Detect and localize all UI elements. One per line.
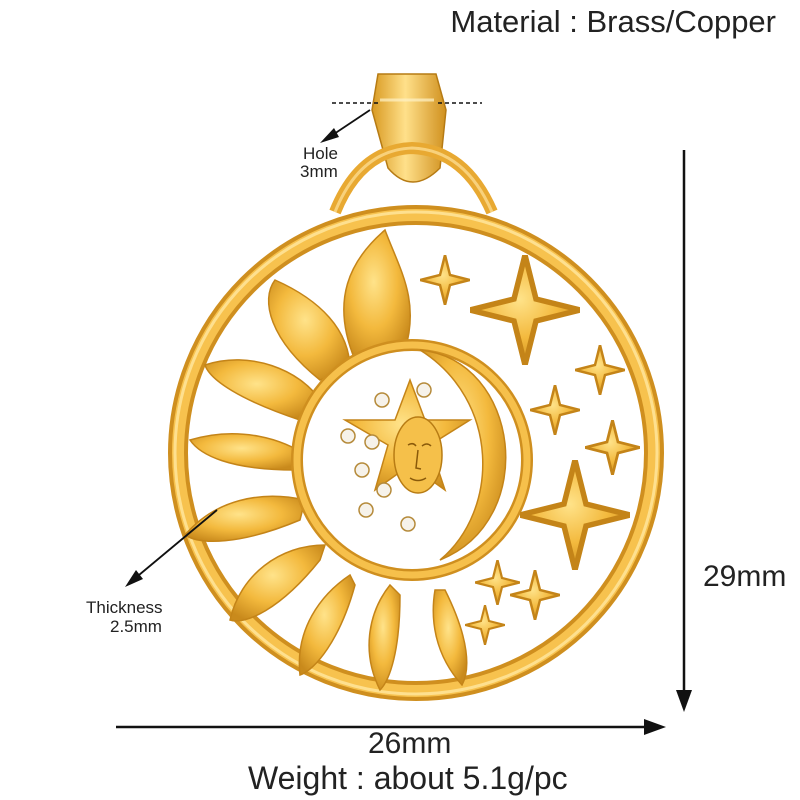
thickness-label: Thickness 2.5mm bbox=[86, 598, 163, 636]
height-label: 29mm bbox=[703, 560, 787, 593]
weight-label: Weight : about 5.1g/pc bbox=[248, 760, 568, 796]
outer-ring bbox=[168, 205, 664, 701]
thickness-label-value: 2.5mm bbox=[110, 617, 162, 636]
width-dimension-arrow bbox=[116, 719, 666, 735]
inner-sun-face bbox=[342, 377, 473, 494]
crystal-stones bbox=[340, 382, 432, 532]
crescent-moon bbox=[419, 349, 507, 561]
thickness-label-title: Thickness bbox=[86, 598, 163, 617]
hole-label-title: Hole bbox=[303, 144, 338, 163]
sun-rays bbox=[183, 228, 468, 692]
thickness-arrow bbox=[125, 509, 218, 587]
hole-label: Hole 3mm bbox=[300, 145, 338, 181]
material-label: Material : Brass/Copper bbox=[450, 4, 776, 39]
hole-arrow bbox=[320, 109, 371, 143]
width-label: 26mm bbox=[368, 727, 452, 760]
hole-label-value: 3mm bbox=[300, 162, 338, 181]
height-dimension-arrow bbox=[676, 150, 692, 712]
bail bbox=[371, 73, 447, 183]
